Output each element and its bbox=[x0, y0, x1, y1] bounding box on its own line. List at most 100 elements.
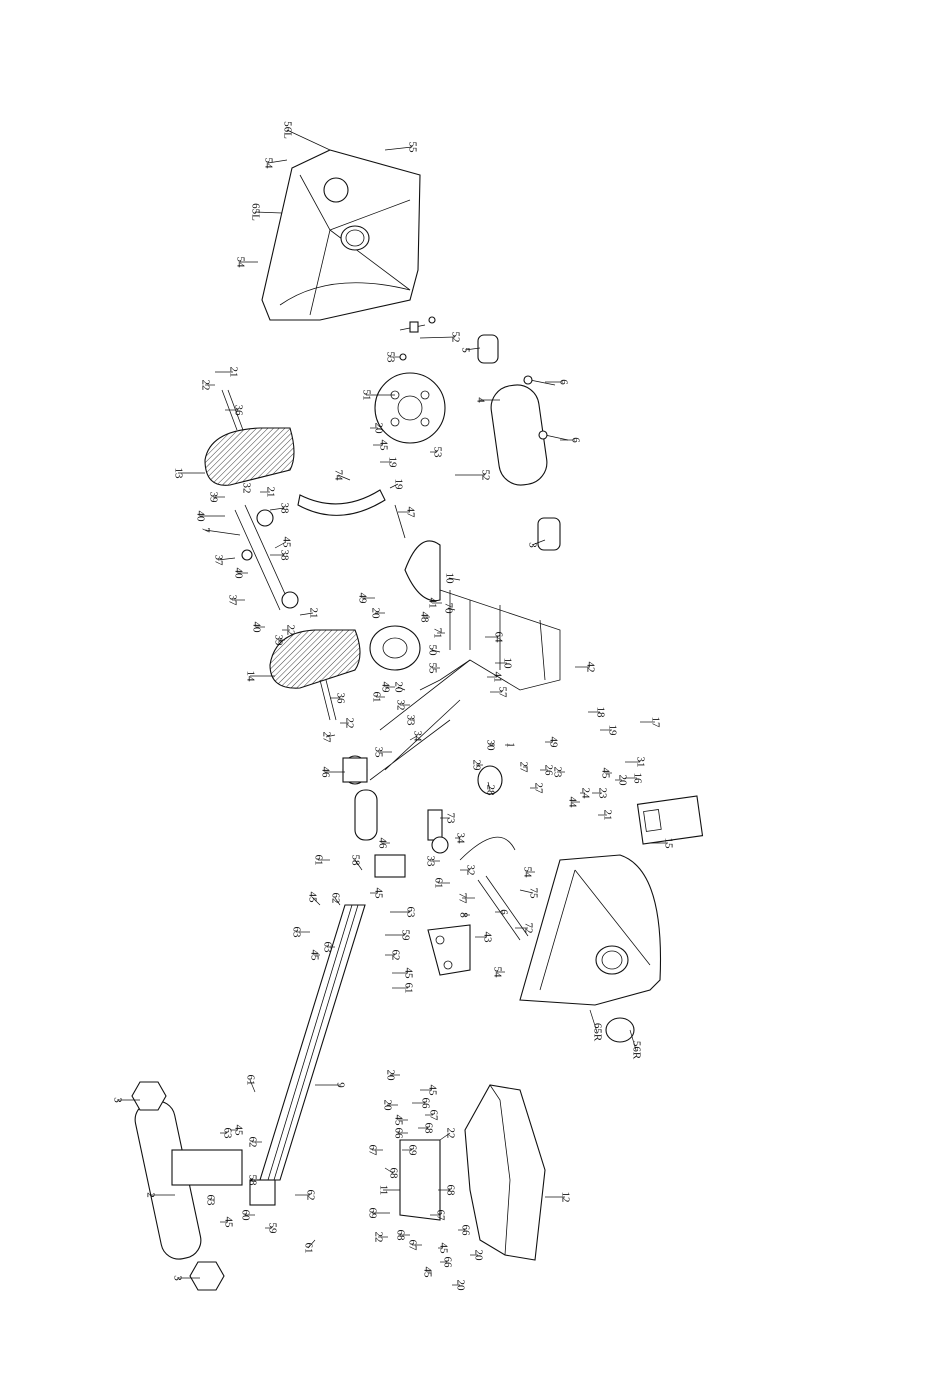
callout-3: 3 bbox=[171, 1275, 200, 1281]
callout-number: 49 bbox=[547, 737, 559, 749]
callout-number: 63 bbox=[290, 927, 302, 939]
belt-48 bbox=[404, 540, 441, 602]
callout-number: 57 bbox=[496, 687, 508, 699]
callout-number: 62 bbox=[329, 893, 341, 904]
callout-number: 54 bbox=[234, 257, 246, 269]
parts-drawing bbox=[131, 149, 704, 1291]
callout-number: 40 bbox=[194, 511, 206, 523]
callout-20: 20 bbox=[381, 1100, 398, 1112]
callout-number: 20 bbox=[454, 1280, 466, 1292]
callout-number: 41 bbox=[491, 672, 503, 683]
callout-number: 28 bbox=[484, 785, 496, 797]
callout-56R: 56R bbox=[629, 1029, 642, 1060]
callout-32: 32 bbox=[394, 700, 410, 711]
callout-number: 72 bbox=[522, 923, 534, 934]
callout-63: 63 bbox=[290, 927, 310, 939]
callout-67: 67 bbox=[430, 1210, 446, 1222]
callout-number: 45 bbox=[377, 440, 389, 452]
callout-11: 11 bbox=[377, 1185, 400, 1196]
callout-62: 62 bbox=[385, 950, 401, 961]
callout-number: 45 bbox=[372, 888, 384, 900]
callout-64: 64 bbox=[485, 632, 504, 644]
callout-10: 10 bbox=[495, 658, 513, 669]
callout-45: 45 bbox=[421, 1267, 433, 1279]
callout-number: 24 bbox=[579, 788, 591, 800]
callout-number: 45 bbox=[308, 950, 320, 962]
callout-number: 20 bbox=[392, 682, 404, 694]
callout-number: 2 bbox=[144, 1192, 156, 1198]
callout-45: 45 bbox=[308, 950, 320, 962]
callout-number: 22 bbox=[343, 718, 355, 729]
callout-58: 58 bbox=[349, 855, 363, 871]
callout-number: 59 bbox=[266, 1223, 278, 1235]
callout-number: 52 bbox=[479, 470, 491, 481]
main-frame-1 bbox=[419, 589, 561, 691]
callout-36: 36 bbox=[225, 405, 244, 416]
callout-number: 58 bbox=[349, 855, 361, 867]
callout-42: 42 bbox=[575, 662, 596, 673]
callout-34: 34 bbox=[409, 731, 423, 742]
callout-50: 50 bbox=[426, 645, 441, 656]
callout-4: 4 bbox=[474, 397, 500, 403]
callout-number: 67 bbox=[434, 1210, 446, 1222]
callout-45: 45 bbox=[220, 1217, 234, 1228]
callout-number: 17 bbox=[649, 717, 661, 729]
callout-number: 45 bbox=[426, 1085, 438, 1097]
callout-number: 74 bbox=[332, 470, 344, 482]
callout-74: 74 bbox=[332, 470, 351, 482]
callout-number: 38 bbox=[278, 550, 290, 562]
leader-line bbox=[354, 859, 363, 871]
callout-43: 43 bbox=[475, 932, 493, 943]
callout-55: 55 bbox=[384, 142, 418, 153]
callout-19: 19 bbox=[380, 457, 398, 469]
callout-72: 72 bbox=[515, 923, 534, 934]
callout-number: 56R bbox=[630, 1041, 642, 1060]
callout-number: 69 bbox=[366, 1208, 378, 1220]
callout-number: 21 bbox=[227, 367, 239, 378]
callout-34: 34 bbox=[454, 833, 466, 845]
callout-59: 59 bbox=[385, 930, 411, 941]
callout-67: 67 bbox=[425, 1110, 439, 1121]
callout-number: 8 bbox=[457, 912, 469, 918]
callout-number: 19 bbox=[386, 457, 398, 469]
callout-number: 20 bbox=[381, 1100, 393, 1112]
callout-number: 58 bbox=[246, 1175, 258, 1187]
leader-line bbox=[419, 336, 456, 339]
callout-58: 58 bbox=[246, 1175, 262, 1187]
callout-number: 19 bbox=[606, 725, 618, 737]
callout-number: 63 bbox=[321, 942, 333, 954]
callout-68: 68 bbox=[384, 1168, 399, 1179]
callout-number: 11 bbox=[377, 1185, 389, 1196]
callout-15: 15 bbox=[650, 838, 674, 849]
callout-22: 22 bbox=[199, 380, 215, 391]
callout-54: 54 bbox=[491, 967, 505, 978]
callout-18: 18 bbox=[588, 707, 606, 718]
callout-20: 20 bbox=[470, 1250, 484, 1261]
pulley-50 bbox=[369, 625, 421, 671]
callout-6: 6 bbox=[545, 379, 569, 385]
callout-number: 62 bbox=[304, 1190, 316, 1201]
callout-66: 66 bbox=[440, 1257, 453, 1268]
callout-22: 22 bbox=[340, 718, 355, 729]
callout-49: 49 bbox=[356, 593, 375, 604]
callout-number: 70 bbox=[442, 603, 454, 615]
callout-21: 21 bbox=[598, 810, 613, 821]
callout-number: 37 bbox=[212, 555, 224, 567]
callout-number: 27 bbox=[532, 783, 544, 795]
callout-number: 64 bbox=[492, 632, 504, 644]
callout-10: 10 bbox=[443, 573, 461, 584]
leader-line bbox=[448, 577, 461, 581]
callout-number: 6 bbox=[557, 379, 569, 385]
callout-number: 54 bbox=[521, 867, 533, 879]
callout-5: 5 bbox=[459, 347, 481, 353]
callout-65R: 65R bbox=[589, 1009, 603, 1042]
callout-number: 21 bbox=[264, 487, 276, 498]
callout-number: 61 bbox=[302, 1243, 314, 1254]
callout-20: 20 bbox=[452, 1280, 466, 1292]
leader-line bbox=[409, 735, 418, 741]
callout-69: 69 bbox=[402, 1145, 418, 1156]
callout-number: 40 bbox=[250, 622, 262, 634]
callout-number: 41 bbox=[426, 598, 438, 609]
callout-16: 16 bbox=[625, 773, 643, 784]
leader-line bbox=[464, 347, 481, 351]
